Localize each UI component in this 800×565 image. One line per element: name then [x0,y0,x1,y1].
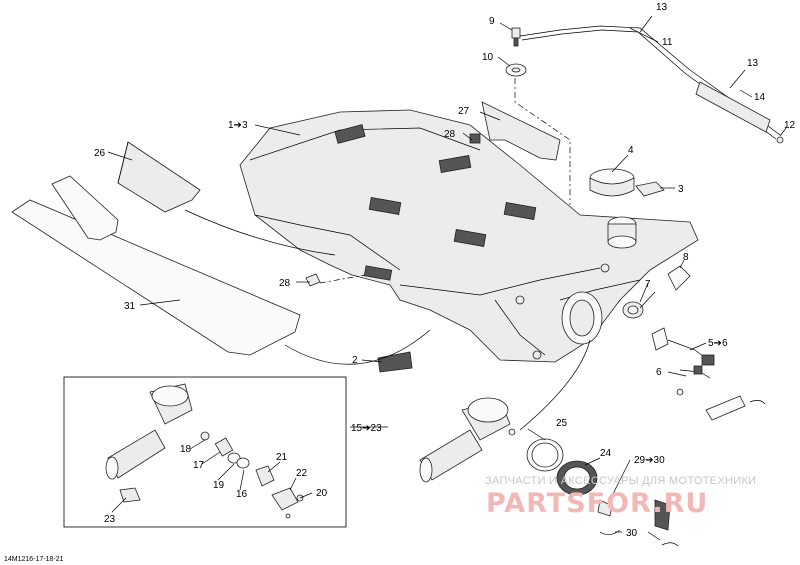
o-ring-part-25 [526,438,564,472]
cap-part-3 [635,181,665,197]
callout-labels: 1➔3 2 3 4 5➔6 6 7 8 9 10 11 12 13 13 14 … [94,2,796,539]
callout-22: 22 [296,468,308,479]
leader-lines [107,22,787,541]
callout-28-a: 28 [444,129,456,140]
clip-part-12 [776,136,784,144]
callout-15-23: 15➔23 [351,423,382,434]
fitting-part-9 [511,27,521,47]
callout-9: 9 [489,16,495,27]
callout-18: 18 [180,444,192,455]
callout-30: 30 [626,528,638,539]
clip-part-28 [305,133,481,287]
grommet-part-10 [505,63,527,77]
callout-27: 27 [458,106,470,117]
callout-16: 16 [236,489,248,500]
callout-2: 2 [352,355,358,366]
sensor-part-5 [651,327,766,421]
callout-19: 19 [213,480,225,491]
callout-7: 7 [645,279,651,290]
fuel-cap-part-4 [589,168,635,197]
callout-3: 3 [678,184,684,195]
callout-14: 14 [754,92,766,103]
tie-part-13 [639,15,746,89]
callout-31: 31 [124,301,136,312]
inset-exploded-view [63,376,347,528]
callout-6: 6 [656,367,662,378]
callout-23: 23 [104,514,116,525]
callout-24: 24 [600,448,612,459]
callout-29-30: 29➔30 [634,455,665,466]
bracket-part-27 [481,101,561,161]
callout-8: 8 [683,252,689,263]
callout-4: 4 [628,145,634,156]
callout-17: 17 [193,460,205,471]
grommet-part-7 [622,301,644,319]
lock-ring-part-24 [556,460,598,496]
callout-13-b: 13 [747,58,759,69]
callout-10: 10 [482,52,494,63]
callout-25: 25 [556,418,568,429]
callout-1-3: 1➔3 [228,120,248,131]
callout-28-b: 28 [279,278,291,289]
pad-part-2 [377,351,413,373]
callout-21: 21 [276,452,288,463]
fuel-tank-part-1 [239,109,699,363]
watermark-logo: PARTSFOR.RU [486,488,708,519]
fitting-part-29 [597,499,679,547]
strip-part-26 [117,141,201,213]
callout-12: 12 [784,120,796,131]
fuel-pump-part-15 [419,397,516,483]
callout-5-6: 5➔6 [708,338,728,349]
callout-20: 20 [316,488,328,499]
grommet-part-8 [667,265,691,291]
callout-26: 26 [94,148,106,159]
callout-11: 11 [662,37,673,48]
sleeve-part-14 [695,81,771,133]
drawing-code: 14M1216-17-18-21 [4,556,64,563]
watermark: ЗАПЧАСТИ И АКСЕССУАРЫ ДЛЯ МОТОТЕХНИКИ PA… [485,475,756,519]
vent-hose-part-11 [519,25,781,140]
mat-part-31 [11,175,301,356]
watermark-tagline: ЗАПЧАСТИ И АКСЕССУАРЫ ДЛЯ МОТОТЕХНИКИ [485,475,756,487]
callout-13-a: 13 [656,2,668,13]
